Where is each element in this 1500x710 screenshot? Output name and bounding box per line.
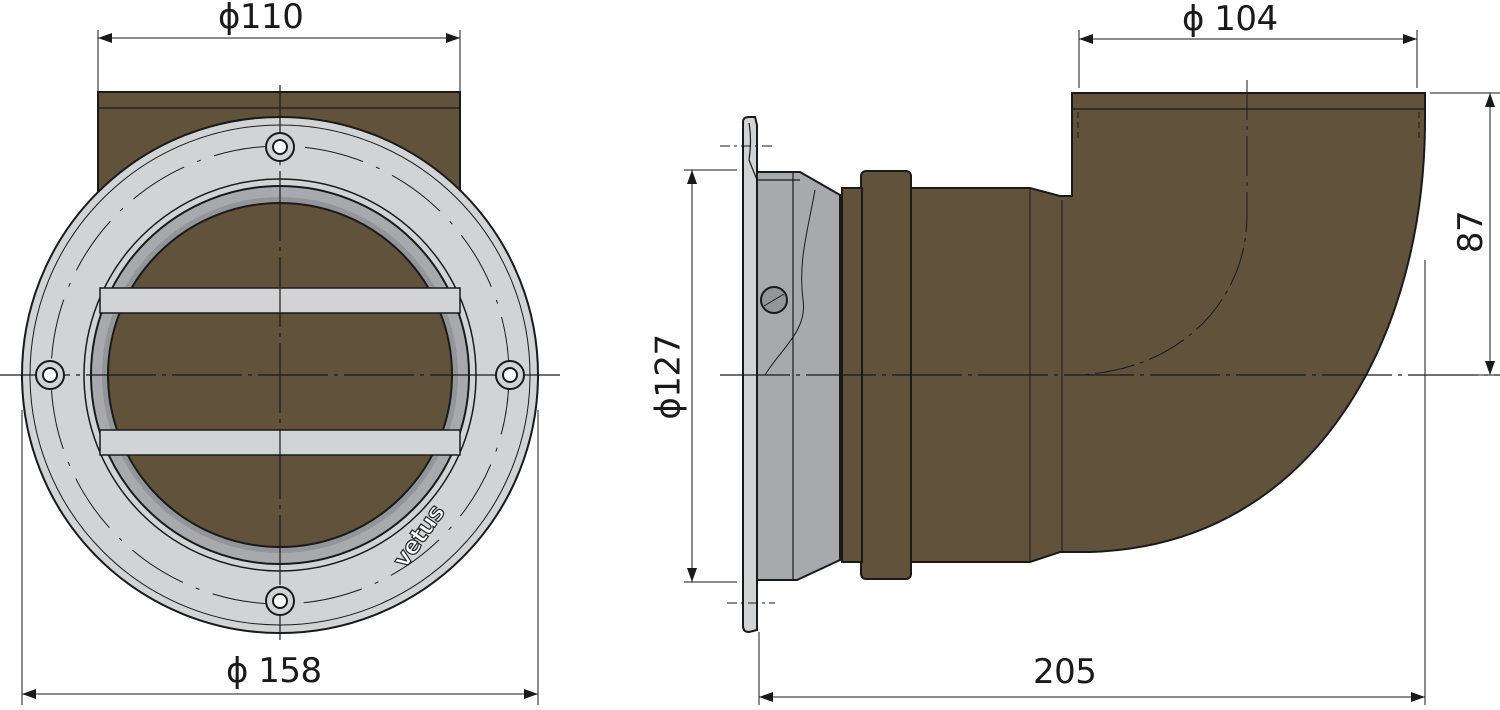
screw-hole-bottom xyxy=(265,586,295,616)
label-top-width: ϕ110 xyxy=(218,0,304,37)
screw-hole-left xyxy=(35,360,65,390)
steel-sleeve xyxy=(756,171,841,581)
dimension-total-length xyxy=(758,632,1425,705)
dimension-flange-inner xyxy=(684,169,737,583)
screw-hole-right xyxy=(495,360,525,390)
side-view xyxy=(684,30,1500,705)
front-view xyxy=(0,30,560,705)
dimension-flange-diameter xyxy=(21,410,539,705)
label-total-length: 205 xyxy=(1033,652,1097,692)
dimension-top-width xyxy=(97,30,461,92)
dimension-height xyxy=(1424,92,1500,705)
label-outlet-diameter: ϕ 104 xyxy=(1182,0,1278,39)
elbow-body xyxy=(909,92,1426,563)
label-flange-diameter: ϕ 158 xyxy=(226,651,322,691)
label-flange-inner-diameter: ϕ127 xyxy=(648,334,689,420)
dimension-outlet-diameter xyxy=(1078,30,1418,88)
screw-hole-top xyxy=(265,132,295,162)
label-height: 87 xyxy=(1451,210,1492,254)
